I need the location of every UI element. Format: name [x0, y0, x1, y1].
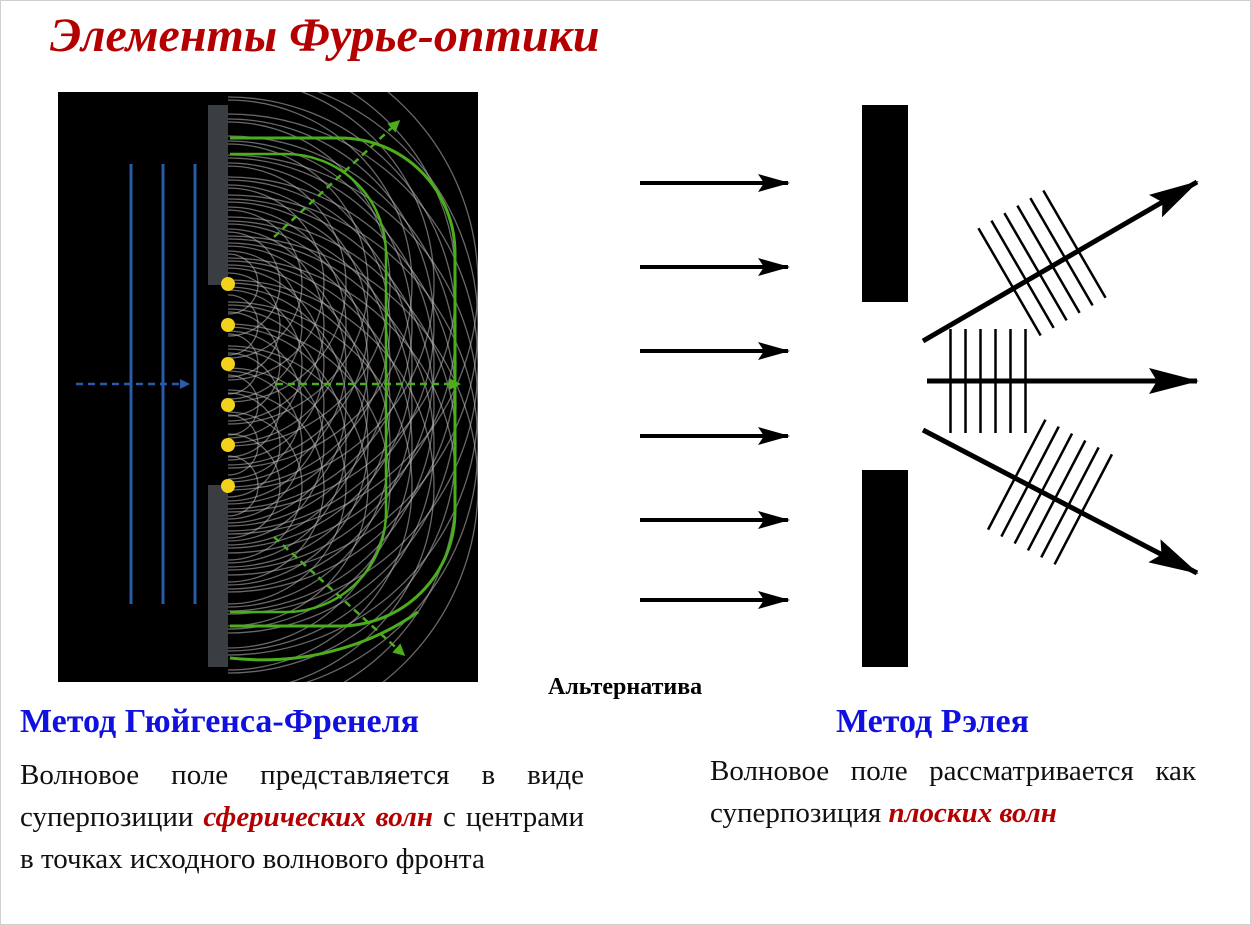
- spherical-wavelet: [227, 301, 413, 671]
- incident-plane-wave-arrows: [640, 174, 790, 609]
- plane-waves-emphasis: плоских волн: [888, 797, 1057, 829]
- spherical-wavelet: [227, 194, 478, 682]
- slit-lower-block: [862, 470, 908, 667]
- spherical-wavelet: [227, 348, 325, 542]
- spherical-wavelet: [227, 323, 391, 649]
- spherical-wavelet: [227, 235, 478, 682]
- spherical-wavelet: [227, 345, 369, 627]
- spherical-wavelet: [227, 392, 281, 498]
- spherical-wavelet: [227, 99, 413, 469]
- spherical-waves-emphasis: сферических волн: [203, 801, 434, 833]
- wavefront-line: [1053, 453, 1114, 565]
- diffracted-direction-arrow: [273, 119, 401, 238]
- spherical-wavelet: [227, 92, 478, 576]
- spherical-wavelet: [227, 326, 347, 564]
- secondary-source-dot: [221, 318, 235, 332]
- spherical-wavelet: [227, 370, 303, 520]
- spherical-wavelet: [227, 304, 369, 586]
- spherical-wavelet: [227, 433, 281, 539]
- rayleigh-heading: Метод Рэлея: [836, 703, 1029, 740]
- spherical-wavelet: [227, 253, 259, 315]
- spherical-wavelet: [227, 455, 259, 517]
- spherical-wavelet: [227, 389, 325, 583]
- slit-upper-block: [862, 105, 908, 302]
- secondary-source-dot: [221, 398, 235, 412]
- rayleigh-diagram: [640, 105, 1199, 667]
- spherical-wavelet: [227, 374, 259, 436]
- huygens-fresnel-description: Волновое поле представляется в виде супе…: [20, 754, 584, 880]
- spherical-wavelet: [227, 92, 478, 535]
- spherical-wavelet: [227, 113, 478, 615]
- diffracted-beam-down: [921, 427, 1199, 576]
- envelope-wavefront: [229, 610, 419, 662]
- wavefront-line: [1029, 197, 1094, 306]
- spherical-wavelet: [227, 250, 303, 400]
- spherical-wavelet: [227, 286, 347, 524]
- spherical-wavelet: [227, 411, 303, 561]
- wavefront-line: [1016, 204, 1081, 314]
- wavefront-line: [1003, 212, 1068, 322]
- screen-lower: [208, 485, 228, 667]
- spherical-wavelet: [227, 330, 303, 480]
- spherical-wavelet: [227, 308, 325, 502]
- diffracted-beam-up: [921, 179, 1199, 344]
- description-text: с центрами в точках исходного волнового …: [20, 801, 585, 875]
- diffracted-direction-arrow: [273, 536, 406, 657]
- wavefront-line: [1000, 426, 1060, 538]
- description-text: Волновое поле рассматривается как суперп…: [710, 755, 1196, 829]
- huygens-fresnel-diagram: [58, 92, 478, 682]
- slide-title: Элементы Фурье-оптики: [50, 9, 600, 62]
- spherical-wavelet: [227, 289, 303, 439]
- wavefront-line: [986, 419, 1047, 531]
- plane-wavefront-lines: [949, 189, 1114, 565]
- secondary-source-dot: [221, 438, 235, 452]
- wavefront-line: [990, 220, 1055, 329]
- description-text: Волновое поле представляется в виде супе…: [20, 759, 584, 833]
- huygens-fresnel-heading: Метод Гюйгенса-Френеля: [20, 703, 420, 740]
- spherical-wavelet: [227, 165, 347, 403]
- spherical-wavelet: [227, 242, 391, 568]
- spherical-wavelet: [227, 282, 391, 608]
- spherical-wavelet: [227, 267, 325, 461]
- secondary-source-dot: [221, 277, 235, 291]
- spherical-wavelet: [227, 294, 259, 356]
- spherical-wavelet: [227, 201, 391, 527]
- spherical-wavelet: [227, 279, 435, 682]
- spherical-wavelet: [227, 414, 259, 476]
- screen-upper: [208, 105, 228, 285]
- wavefront-line: [977, 227, 1042, 337]
- secondary-sources: [221, 277, 235, 493]
- secondary-source-dot: [221, 479, 235, 493]
- spherical-wavelet: [227, 367, 347, 605]
- alternative-label: Альтернатива: [548, 674, 703, 700]
- rayleigh-description: Волновое поле рассматривается как суперп…: [710, 750, 1196, 834]
- spherical-wavelet: [227, 245, 347, 483]
- secondary-source-dot: [221, 357, 235, 371]
- wavefront-line: [1040, 446, 1100, 558]
- spherical-wavelet: [227, 206, 347, 444]
- wavefront-line: [1026, 439, 1087, 552]
- wavefront-line: [1042, 189, 1107, 299]
- wavefront-line: [1013, 432, 1074, 545]
